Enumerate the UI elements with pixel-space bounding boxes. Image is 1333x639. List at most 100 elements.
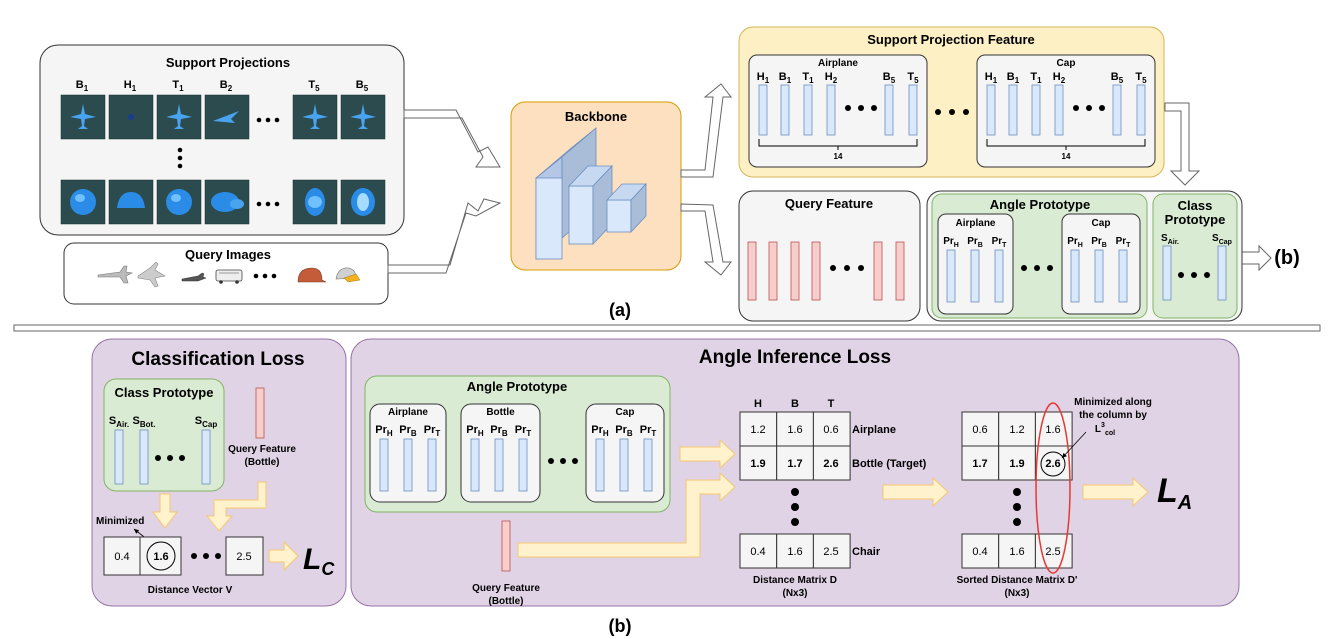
backbone-to-support-feature-arrow — [680, 83, 733, 178]
matrix-header: T — [828, 398, 835, 410]
ail-pr-label: PrT — [515, 424, 532, 438]
support-feature-vector — [1031, 84, 1041, 136]
output-b-label: (b) — [1274, 247, 1300, 269]
note-line-2: the column by — [1079, 410, 1147, 421]
ail-angle-prototype-vector — [619, 438, 629, 492]
ail-query-feature-vector — [501, 520, 511, 572]
matrix-cell: 1.2 — [750, 424, 765, 436]
matrix-header: H — [754, 398, 762, 410]
matrix-to-sorted-arrow — [882, 476, 949, 508]
query-feature-vector — [768, 241, 778, 301]
column-highlight — [1035, 402, 1071, 574]
bus-image-icon — [215, 269, 243, 284]
support-feature-vector — [780, 84, 790, 136]
query-images-panel: Query Images — [63, 242, 389, 305]
view-label: B1 — [76, 79, 89, 93]
cap-icon — [117, 192, 145, 208]
ail-query-feature-label-2: (Bottle) — [489, 596, 524, 607]
sorted-matrix-cell: 1.6 — [1009, 546, 1024, 558]
class-prototype-vector — [1162, 245, 1172, 301]
query-image-icons — [97, 261, 361, 288]
query-feature-vectors — [747, 241, 905, 301]
feature-column-label: B5 — [1111, 71, 1124, 85]
sorted-to-la-arrow — [1082, 476, 1149, 508]
angle-prototype-vector — [970, 249, 980, 303]
airplane-icon — [70, 104, 96, 129]
matrix-row: 1.2 1.6 0.6 Airplane — [739, 411, 896, 447]
view-label: B5 — [356, 79, 369, 93]
query-to-matrix-arrow — [517, 471, 736, 558]
group-brace — [986, 139, 1146, 150]
angle-prototype-title: Angle Prototype — [990, 197, 1090, 212]
query-feature-panel: Query Feature — [738, 190, 921, 322]
sorted-matrix-cell: 1.2 — [1009, 424, 1024, 436]
distance-value: 1.6 — [153, 551, 168, 563]
support-projection-feature-title: Support Projection Feature — [867, 32, 1035, 47]
cl-class-prototype-vector — [114, 429, 124, 485]
prototype-to-b-arrow — [1241, 244, 1272, 272]
ail-angle-group-name: Bottle — [486, 407, 515, 418]
distance-matrix-label-1: Distance Matrix D — [753, 575, 837, 586]
ail-angle-prototype-vector — [494, 438, 504, 492]
ail-pr-label: PrT — [640, 424, 657, 438]
ail-pr-label: PrT — [424, 424, 441, 438]
pr-label: PrH — [943, 236, 959, 249]
ail-pr-label: PrB — [399, 424, 417, 438]
classification-loss-title: Classification Loss — [131, 349, 304, 370]
ail-angle-prototype-vector — [379, 438, 389, 492]
matrix-cell: 0.6 — [823, 424, 838, 436]
matrix-cell: 1.6 — [787, 546, 802, 558]
pr-label: PrB — [967, 236, 983, 249]
query-to-backbone-arrow — [387, 198, 502, 274]
angle-inference-loss-panel: Angle Inference Loss Angle Prototype Air… — [350, 338, 1240, 607]
matrix-cell: 1.6 — [787, 424, 802, 436]
matrix-header: B — [791, 398, 799, 410]
ail-pr-label: PrB — [490, 424, 508, 438]
cap-icon — [70, 189, 96, 215]
airplane-top-view-icon — [128, 114, 134, 120]
support-thumbnails — [60, 94, 386, 225]
cl-class-prototype-vector — [139, 429, 149, 485]
loss-la: LA — [1157, 472, 1192, 514]
cl-class-prototype-title: Class Prototype — [115, 385, 214, 400]
backbone-title: Backbone — [565, 109, 627, 124]
support-to-backbone-arrow — [403, 109, 501, 168]
support-feature-vector — [1008, 84, 1018, 136]
backbone-network-icon — [535, 127, 647, 260]
cl-query-down-arrow — [205, 481, 267, 532]
angle-prototype-vector — [994, 249, 1004, 303]
query-feature-vector — [895, 241, 905, 301]
support-feature-vector — [908, 84, 918, 136]
ail-angle-prototype-vector — [595, 438, 605, 492]
feature-group-name: Airplane — [818, 58, 858, 69]
class-prototype-label: SAir. — [1161, 233, 1179, 246]
matrix-row-label: Airplane — [852, 424, 896, 436]
support-row-ellipsis — [177, 117, 280, 207]
loss-lc: LC — [303, 543, 335, 579]
angle-prototype-vector — [1094, 249, 1104, 303]
feature-column-label: B5 — [883, 71, 896, 85]
view-label: T5 — [308, 79, 320, 93]
cl-query-feature-label-2: (Bottle) — [245, 457, 280, 468]
classification-loss-panel: Classification Loss Class Prototype SAir… — [91, 338, 347, 607]
matrix-row-label: Bottle (Target) — [852, 458, 927, 470]
query-feature-title: Query Feature — [785, 196, 873, 211]
query-feature-vector — [790, 241, 800, 301]
feature-column-label: T5 — [1135, 71, 1147, 85]
feature-column-label: T1 — [1030, 71, 1042, 85]
angle-inference-loss-title: Angle Inference Loss — [699, 347, 891, 368]
ail-angle-prototype-vector — [470, 438, 480, 492]
support-feature-vector — [1136, 84, 1146, 136]
pr-label: PrT — [992, 236, 1008, 249]
class-prototype-title-line2: Prototype — [1165, 212, 1226, 227]
